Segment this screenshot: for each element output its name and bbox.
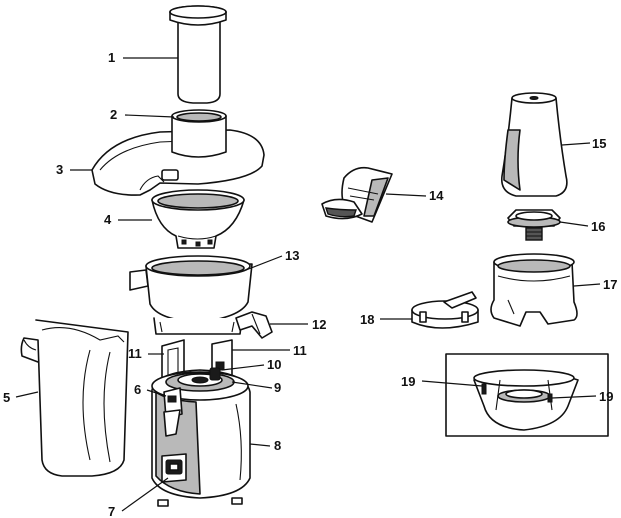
label-15: 15	[592, 136, 606, 151]
label-6: 6	[134, 382, 141, 397]
label-13: 13	[285, 248, 299, 263]
feed-chute	[171, 109, 227, 158]
control-dial	[161, 453, 187, 483]
label-18: 18	[360, 312, 374, 327]
food-pusher	[169, 5, 227, 104]
label-10: 10	[267, 357, 281, 372]
label-5: 5	[3, 390, 10, 405]
leader-lines	[15, 57, 601, 512]
pulp-container	[20, 319, 129, 477]
part-labels: 1 2 3 4 5 6 7 8 9 10 11 11 12 13 14 15 1…	[3, 50, 617, 518]
label-12: 12	[312, 317, 326, 332]
label-9: 9	[274, 380, 281, 395]
label-3: 3	[56, 162, 63, 177]
label-2: 2	[110, 107, 117, 122]
label-14: 14	[429, 188, 444, 203]
label-11-left: 11	[128, 346, 142, 361]
juicing-bowl	[129, 255, 253, 335]
citrus-reamer	[507, 209, 561, 241]
label-11-right: 11	[293, 343, 307, 358]
citrus-cup-lid	[411, 291, 479, 329]
label-17: 17	[603, 277, 617, 292]
cleaning-brush	[321, 166, 393, 223]
citrus-base	[490, 253, 578, 327]
label-19-left: 19	[401, 374, 415, 389]
adapter-inset	[445, 353, 609, 437]
label-1: 1	[108, 50, 115, 65]
filter-basket	[151, 189, 245, 249]
label-16: 16	[591, 219, 605, 234]
citrus-cone-cover	[500, 92, 568, 197]
label-7: 7	[108, 504, 115, 518]
label-4: 4	[104, 212, 112, 227]
lever-lock	[209, 367, 221, 381]
label-19-right: 19	[599, 389, 613, 404]
juice-spout	[235, 311, 273, 339]
safety-interlock	[163, 387, 183, 437]
label-8: 8	[274, 438, 281, 453]
